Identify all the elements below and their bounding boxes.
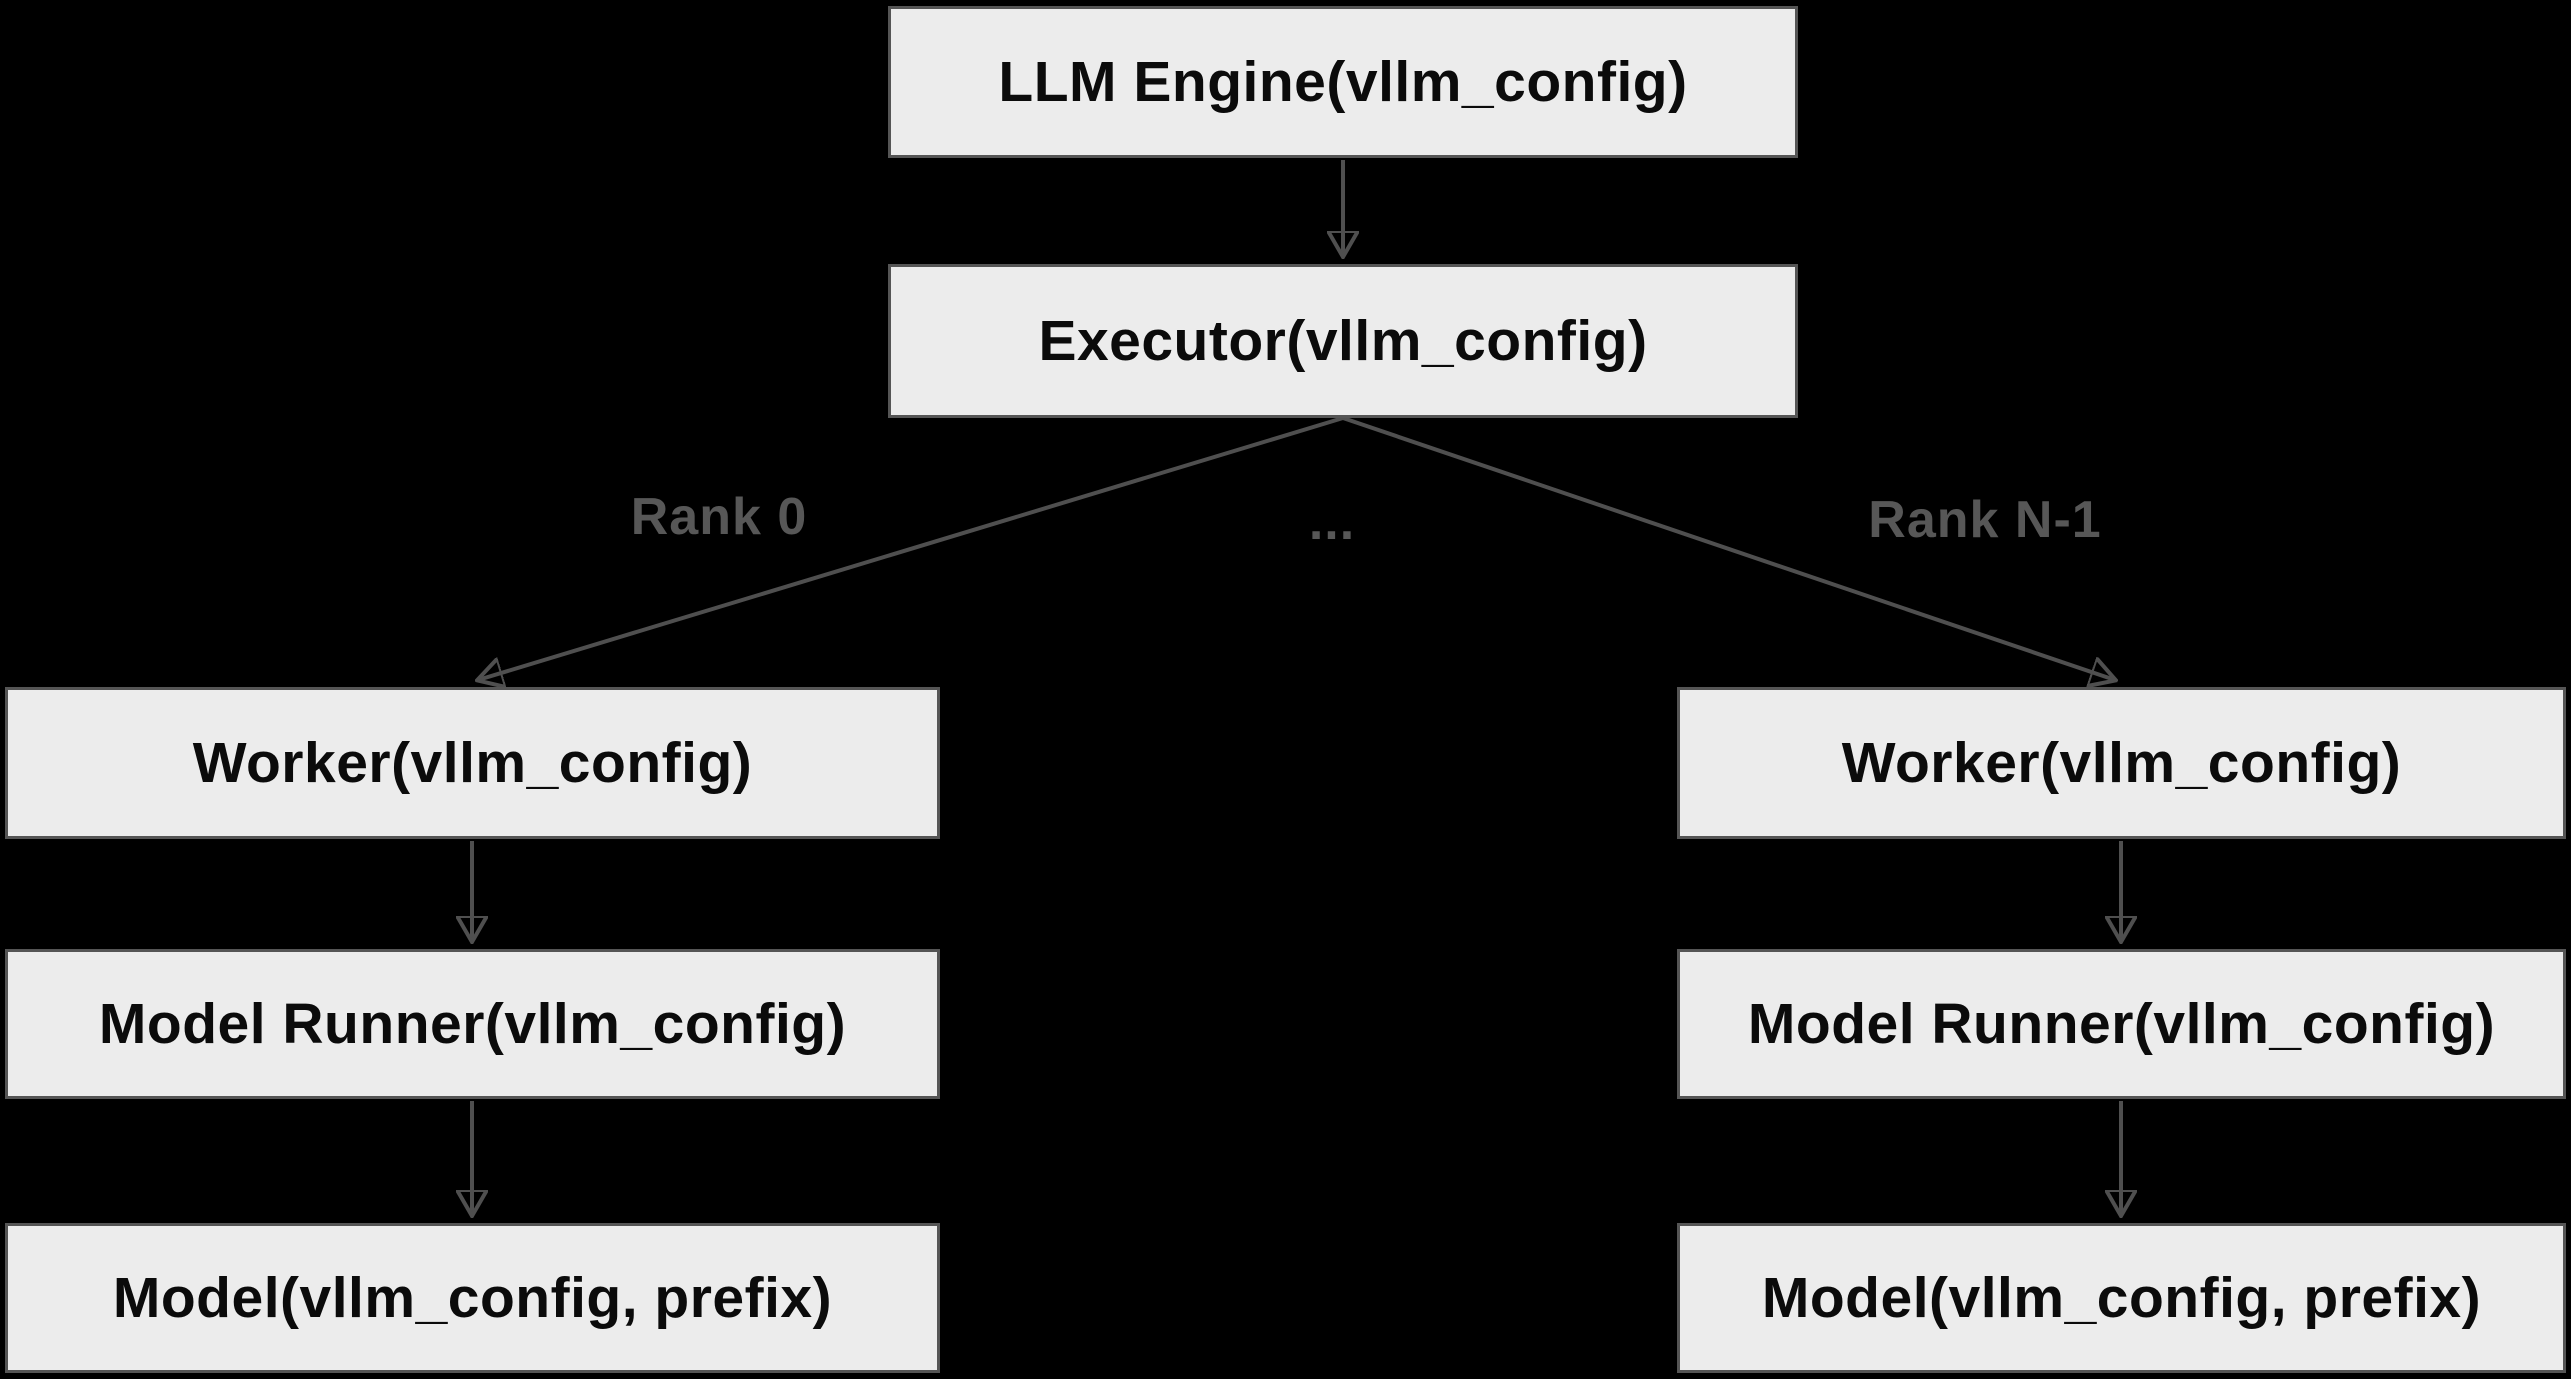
node-worker-rank0: Worker(vllm_config) bbox=[5, 687, 940, 839]
node-llm-engine: LLM Engine(vllm_config) bbox=[888, 6, 1798, 158]
node-model-runner-rankn: Model Runner(vllm_config) bbox=[1677, 949, 2566, 1099]
edge-label-rank-0: Rank 0 bbox=[630, 488, 808, 546]
node-model-rank0: Model(vllm_config, prefix) bbox=[5, 1223, 940, 1373]
edge-executor-to-worker-rank0 bbox=[478, 416, 1344, 680]
edge-label-rank-n-1: Rank N-1 bbox=[1868, 491, 2102, 549]
node-worker-rankn: Worker(vllm_config) bbox=[1677, 687, 2566, 839]
node-model-rankn: Model(vllm_config, prefix) bbox=[1677, 1223, 2566, 1373]
node-model-runner-rank0: Model Runner(vllm_config) bbox=[5, 949, 940, 1099]
node-executor: Executor(vllm_config) bbox=[888, 264, 1798, 418]
edge-label-ellipsis: ... bbox=[1308, 493, 1356, 551]
